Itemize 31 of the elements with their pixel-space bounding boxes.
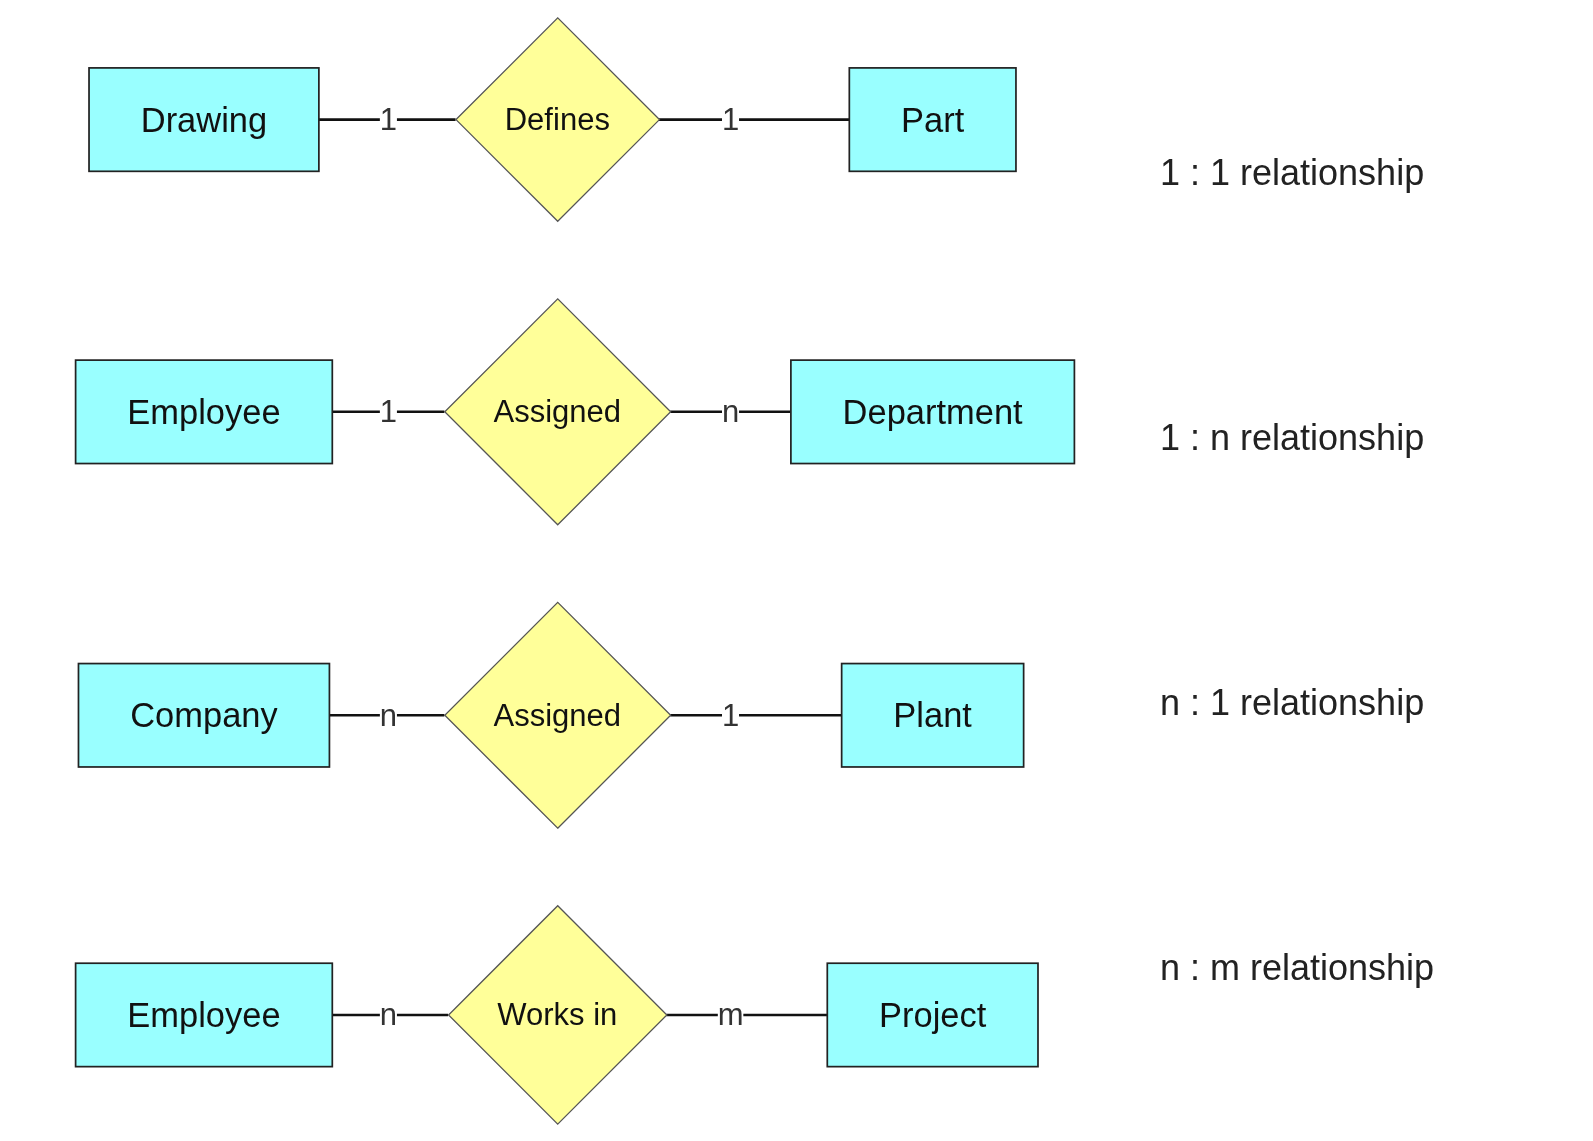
edge-label: 1 <box>721 696 740 732</box>
edge-label: 1 <box>721 101 740 137</box>
node-diamond: Defines <box>455 16 661 222</box>
node-box: Department <box>790 358 1076 464</box>
connector <box>670 410 791 413</box>
edge-label: 1 <box>379 393 397 429</box>
relationship-note: n : 1 relationship <box>1160 682 1426 725</box>
node-diamond: Works in <box>447 904 668 1125</box>
edge-label: 1 <box>379 101 397 137</box>
edge-label: n <box>379 996 397 1032</box>
node-box: Employee <box>74 961 334 1067</box>
node-box: Employee <box>74 358 334 464</box>
connector <box>332 410 445 413</box>
node-box: Project <box>826 961 1039 1067</box>
node-box: Drawing <box>88 66 320 172</box>
node-box: Part <box>848 66 1017 172</box>
node-box: Plant <box>840 662 1025 768</box>
node-box: Company <box>77 662 331 768</box>
relationship-note: 1 : n relationship <box>1160 416 1426 459</box>
edge-label: m <box>717 996 744 1032</box>
edge-label: n <box>721 393 740 429</box>
node-diamond: Assigned <box>443 600 672 829</box>
connector <box>670 713 842 717</box>
edge-label: n <box>379 696 397 732</box>
connector <box>318 117 456 121</box>
node-diamond: Assigned <box>443 297 672 526</box>
connector <box>332 1013 449 1016</box>
connector <box>329 713 445 717</box>
connector <box>659 117 850 121</box>
relationship-note: 1 : 1 relationship <box>1160 151 1426 194</box>
relationship-note: n : m relationship <box>1160 947 1436 990</box>
